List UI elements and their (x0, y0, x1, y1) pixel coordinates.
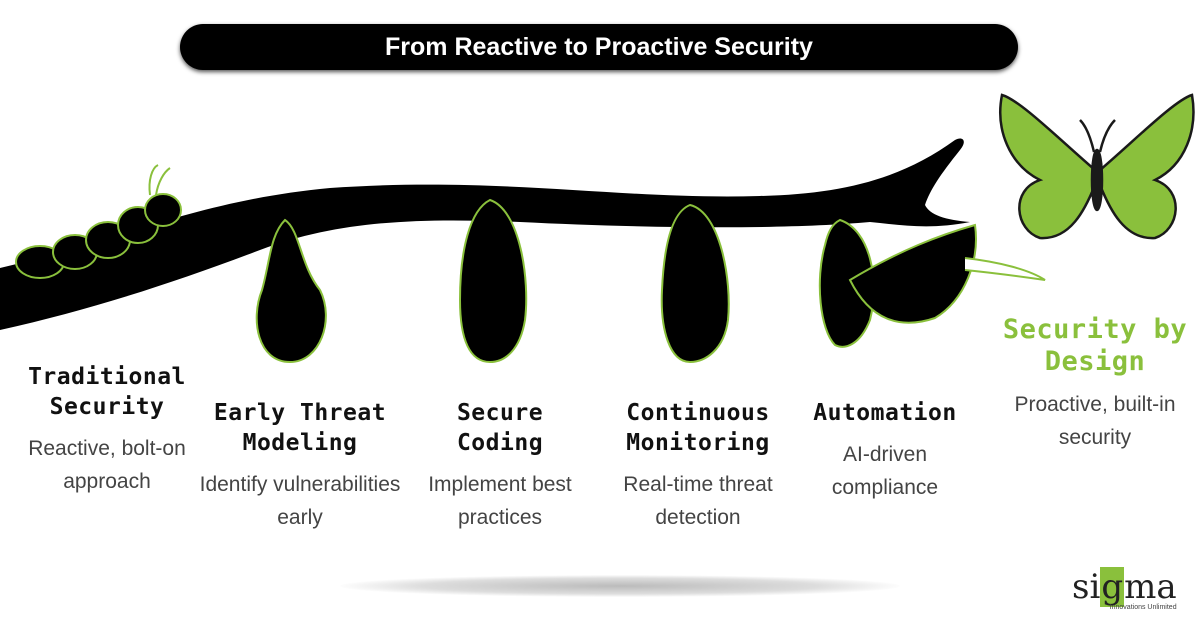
stage-title: Early Threat Modeling (213, 400, 387, 456)
title-banner: From Reactive to Proactive Security (180, 24, 1018, 70)
stage-secure-coding: Secure Coding Implement best practices (390, 398, 610, 534)
chrysalis-icon (255, 198, 1046, 364)
stage-description: Reactive, bolt-on approach (28, 437, 186, 493)
stage-automation: Automation AI-driven compliance (775, 398, 995, 504)
stage-traditional-security: Traditional Security Reactive, bolt-on a… (0, 362, 217, 498)
stage-security-by-design: Security by Design Proactive, built-in s… (985, 314, 1200, 454)
stage-title: Traditional Security (28, 364, 186, 420)
stage-title: Continuous Monitoring (626, 400, 770, 456)
butterfly-icon (999, 93, 1195, 240)
stage-title: Security by Design (1002, 314, 1188, 377)
branch (0, 138, 970, 330)
stage-description: Real-time threat detection (623, 473, 773, 529)
ground-shadow (340, 575, 900, 597)
stage-description: AI-driven compliance (831, 443, 939, 499)
stage-description: Implement best practices (428, 473, 572, 529)
stage-continuous-monitoring: Continuous Monitoring Real-time threat d… (588, 398, 808, 534)
stage-description: Identify vulnerabilities early (199, 473, 401, 529)
stage-title: Secure Coding (456, 400, 544, 456)
caterpillar-icon (15, 164, 182, 279)
logo-tagline: Innovations Unlimited (1109, 604, 1177, 611)
stage-description: Proactive, built-in security (1014, 393, 1176, 449)
stage-early-threat-modeling: Early Threat Modeling Identify vulnerabi… (190, 398, 410, 534)
stage-title: Automation (813, 400, 957, 426)
